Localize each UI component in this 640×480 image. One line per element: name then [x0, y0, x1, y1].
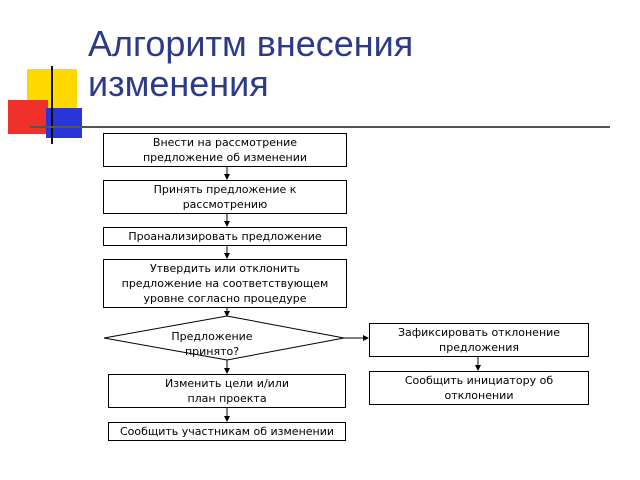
decision-label: Предложение принято? — [171, 330, 253, 358]
step-approve-or-reject: Утвердить или отклонить предложение на с… — [103, 259, 347, 308]
step-accept-proposal: Принять предложение к рассмотрению — [103, 180, 347, 214]
step-analyze-proposal: Проанализировать предложение — [103, 227, 347, 246]
step-notify-participants: Сообщить участникам об изменении — [108, 422, 346, 441]
step-notify-initiator: Сообщить инициатору об отклонении — [369, 371, 589, 405]
decor-vertical-line — [51, 66, 53, 144]
title-underline — [30, 126, 610, 128]
step-submit-proposal: Внести на рассмотрение предложение об из… — [103, 133, 347, 167]
step-record-rejection: Зафиксировать отклонение предложения — [369, 323, 589, 357]
slide-title: Алгоритм внесения изменения — [88, 24, 413, 104]
slide-title-line-2: изменения — [88, 63, 269, 104]
slide-title-line-1: Алгоритм внесения — [88, 23, 414, 64]
step-change-goals: Изменить цели и/или план проекта — [108, 374, 346, 408]
decor-red-square — [8, 100, 48, 134]
